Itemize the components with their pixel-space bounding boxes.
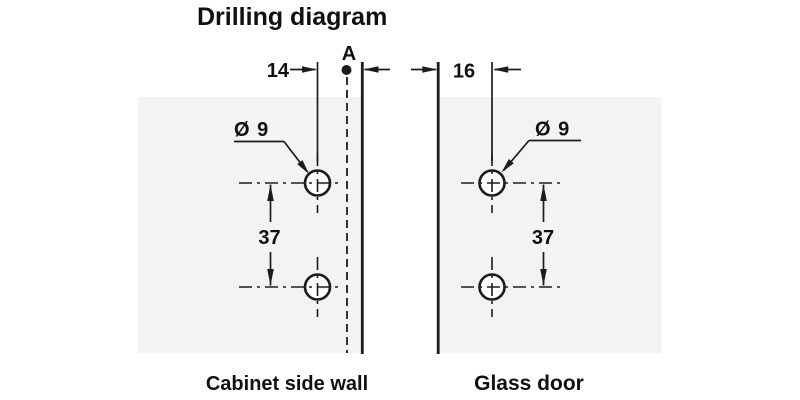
dim-14-right-arrowhead (363, 66, 379, 73)
dim-14-label: 14 (267, 60, 290, 82)
cabinet-hole-spacing-label: 37 (258, 227, 280, 249)
glass-hole-diameter-label: Ø 9 (535, 119, 570, 141)
reference-point-dot (341, 65, 352, 75)
glass-spacing-down-arrowhead (540, 269, 547, 286)
cabinet-diameter-arrowhead (297, 160, 309, 174)
dim-14-left-arrowhead (302, 66, 317, 73)
cabinet-panel-label: Cabinet side wall (206, 373, 368, 395)
glass-door-panel-label: Glass door (474, 372, 584, 395)
dim-16-label: 16 (453, 61, 475, 83)
cabinet-side-wall-panel (138, 97, 363, 353)
glass-diameter-arrowhead (501, 159, 514, 173)
dim-16-left-arrowhead (422, 66, 438, 73)
glass-hole-spacing-label: 37 (532, 227, 554, 249)
page-title: Drilling diagram (197, 3, 387, 31)
cabinet-hole-diameter-label: Ø 9 (234, 119, 269, 141)
reference-point-label: A (342, 43, 356, 65)
dim-16-right-arrowhead (493, 66, 509, 73)
cabinet-spacing-down-arrowhead (267, 269, 274, 286)
